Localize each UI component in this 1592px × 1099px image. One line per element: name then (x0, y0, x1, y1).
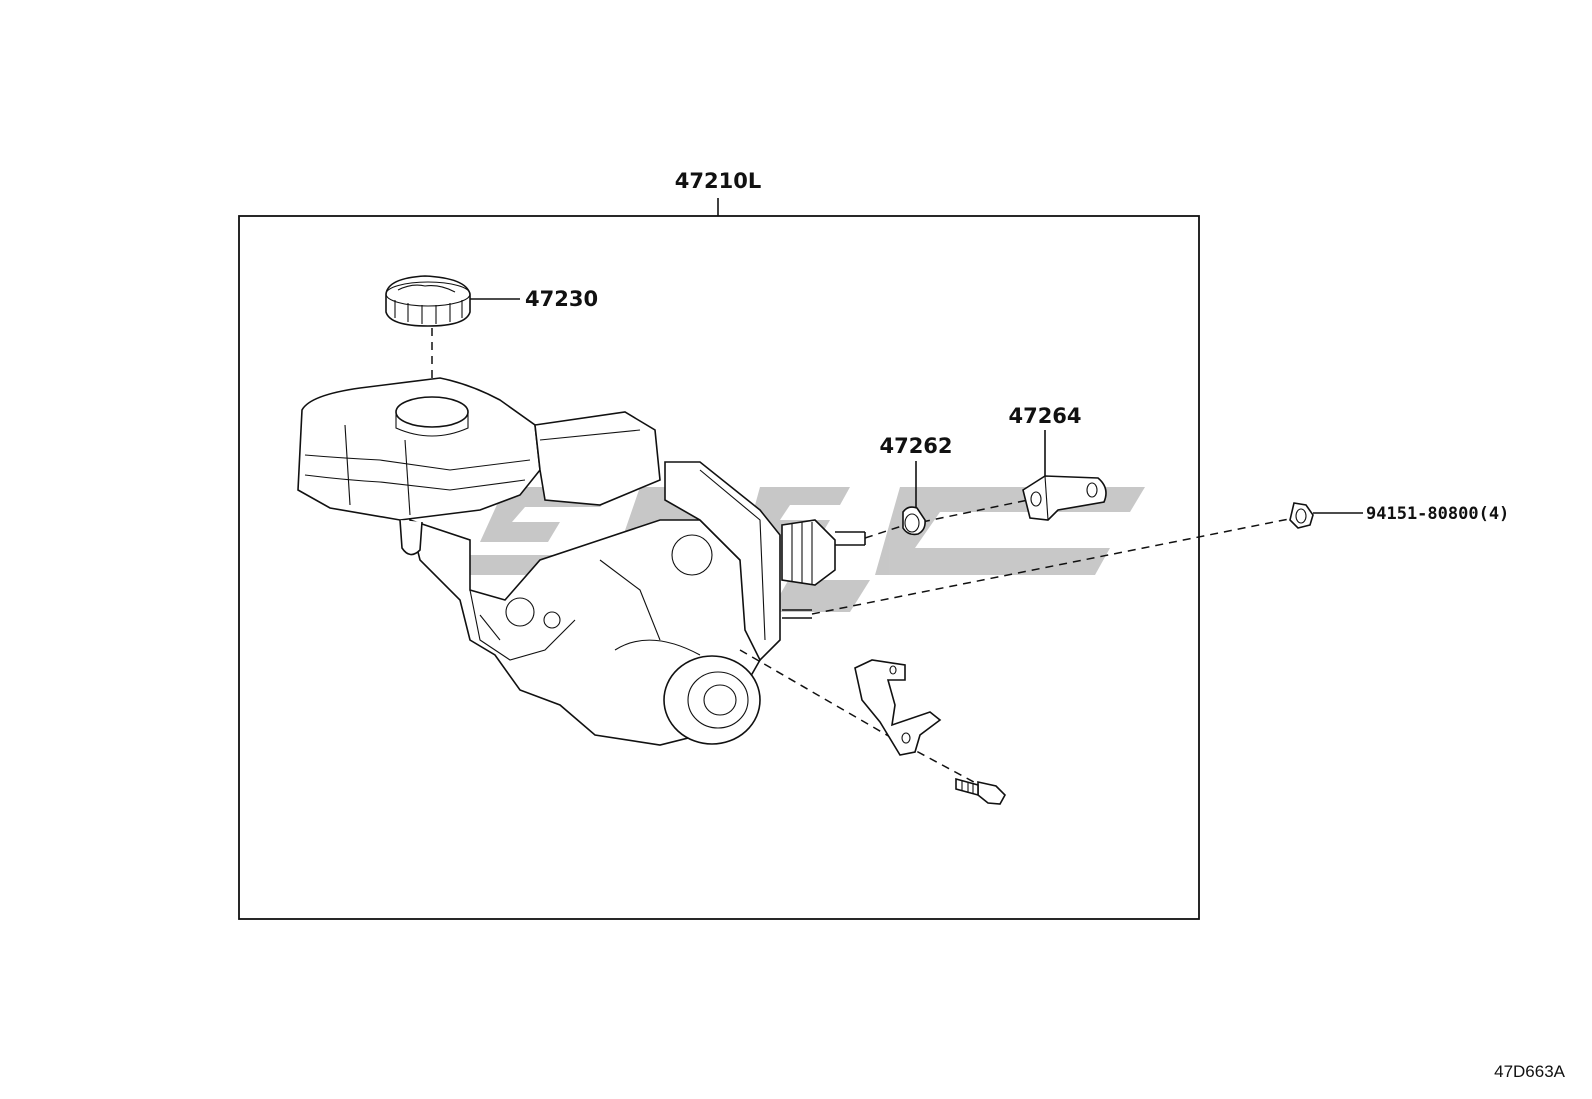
callout-94151-80800: 94151-80800(4) (1366, 504, 1509, 524)
nut (1289, 502, 1314, 529)
nut-dash-line (811, 517, 1295, 615)
grommet (902, 506, 926, 536)
clevis-dash-line (921, 499, 1029, 523)
clevis (1022, 475, 1107, 521)
callout-47264: 47264 (1008, 404, 1081, 428)
bolt-dash-line (904, 744, 986, 789)
diagram-reference: 47D663A (1494, 1062, 1566, 1081)
reservoir-cap (385, 275, 471, 327)
callout-47262: 47262 (879, 434, 952, 458)
assembly-label: 47210L (675, 169, 761, 193)
assembly-frame (238, 215, 1200, 920)
bracket-dash-line (739, 649, 893, 739)
bolt (955, 777, 1006, 805)
callout-47230: 47230 (525, 287, 598, 311)
bracket (854, 659, 942, 756)
brake-booster-assembly (297, 377, 866, 746)
grommet-dash-line (864, 524, 906, 539)
